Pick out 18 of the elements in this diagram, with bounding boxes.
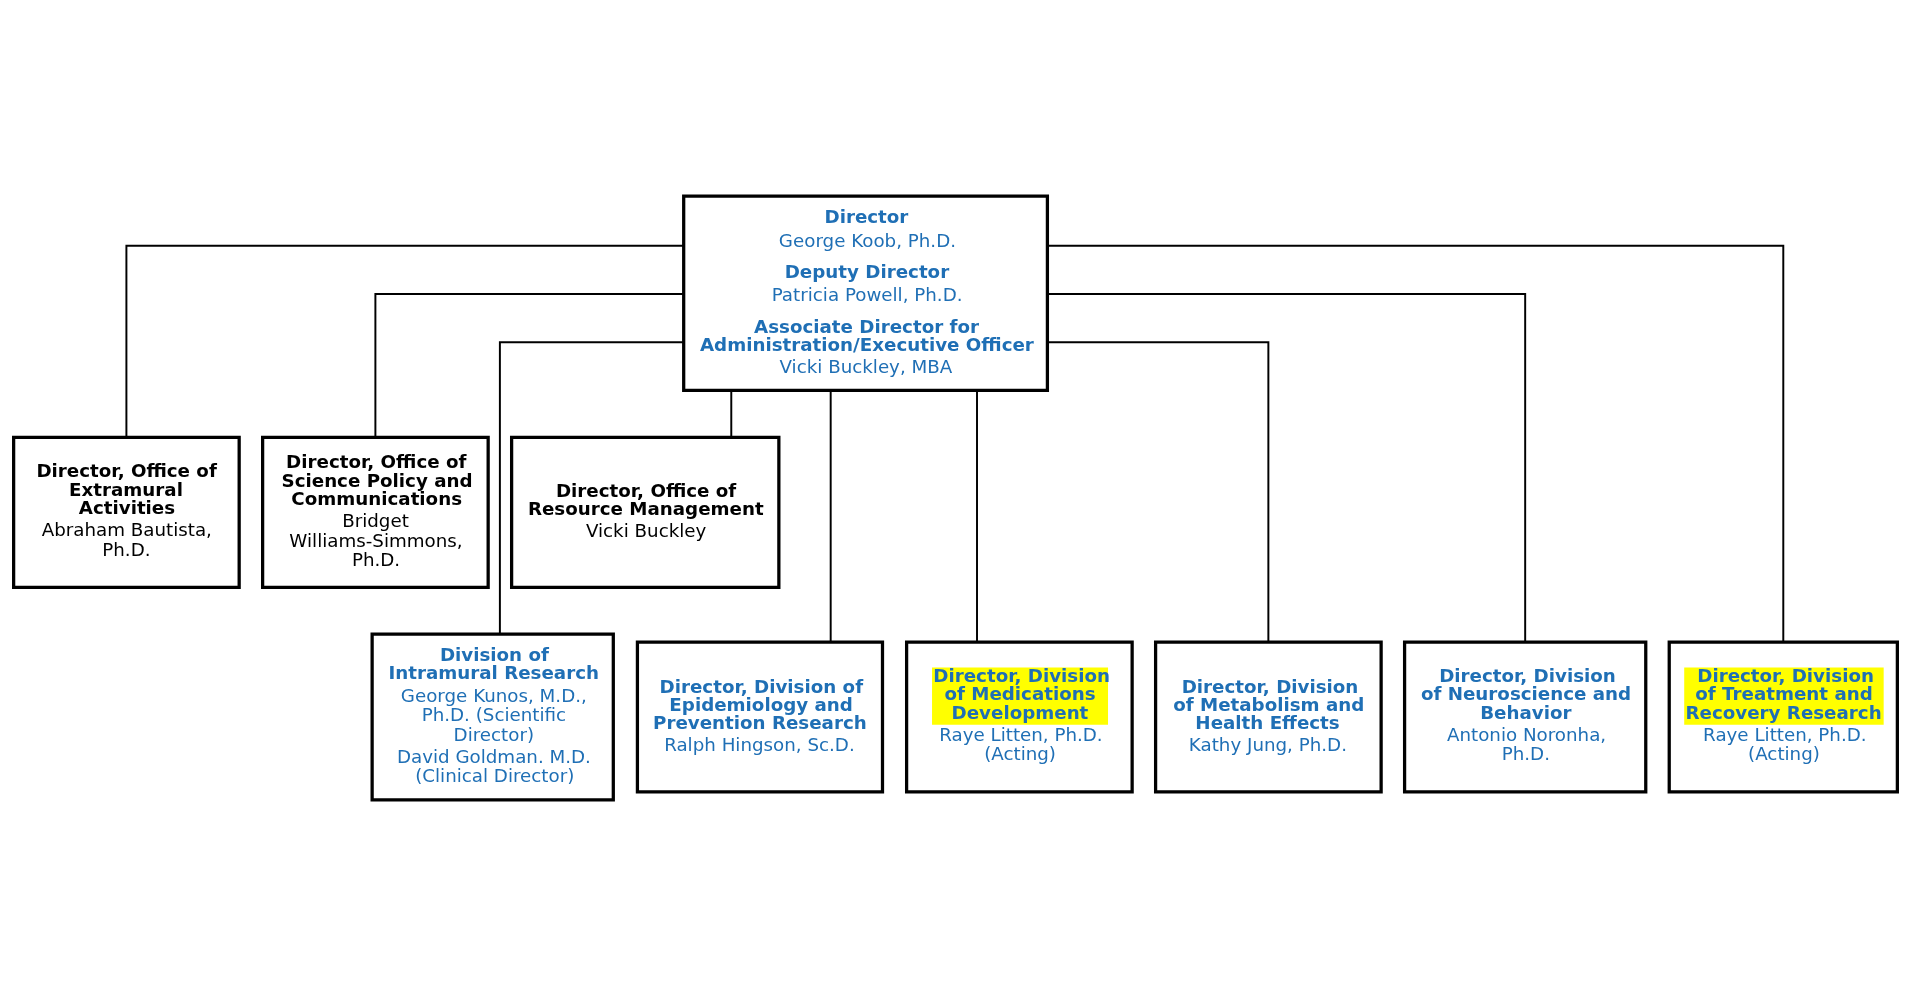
node-box: Director, Division of Treatment and Recovery Research Raye Litten, Ph.D. (Acting) bbox=[1667, 639, 1899, 794]
node-box: Director, Division of Metabolism and Health Effects Kathy Jung, Ph.D. bbox=[1153, 639, 1383, 794]
connector bbox=[730, 389, 733, 438]
node-box: Director, Office of Science Policy and Communications Bridget Williams-Simmons, Ph.D. bbox=[261, 435, 490, 589]
node-box: Director, Division of Neuroscience and Behavior Antonio Noronha, Ph.D. bbox=[1402, 639, 1648, 794]
node-box: Director, Office of Extramural Activities Abraham Bautista, Ph.D. bbox=[12, 435, 241, 589]
node-box: Director George Koob, Ph.D. Deputy Director Patricia Powell, Ph.D. Associate Director for Administration/Executive Officer Vicki Buckley, MBA bbox=[682, 194, 1050, 392]
connector bbox=[125, 244, 685, 438]
connector bbox=[976, 389, 978, 643]
node-box: Director, Office of Resource Management Vicki Buckley bbox=[510, 435, 781, 589]
node-box: Director, Division of Epidemiology and Prevention Research Ralph Hingson, Sc.D. bbox=[635, 639, 885, 794]
connector bbox=[1046, 340, 1270, 643]
connector bbox=[1046, 292, 1527, 643]
connector bbox=[829, 389, 832, 643]
connector bbox=[374, 292, 685, 438]
connector bbox=[498, 340, 685, 635]
node-box: Division of Intramural Research George Kunos, M.D., Ph.D. (Scientific Director) David Goldman. M.D. (Clinical Director) bbox=[370, 632, 615, 801]
connector bbox=[1046, 244, 1785, 643]
